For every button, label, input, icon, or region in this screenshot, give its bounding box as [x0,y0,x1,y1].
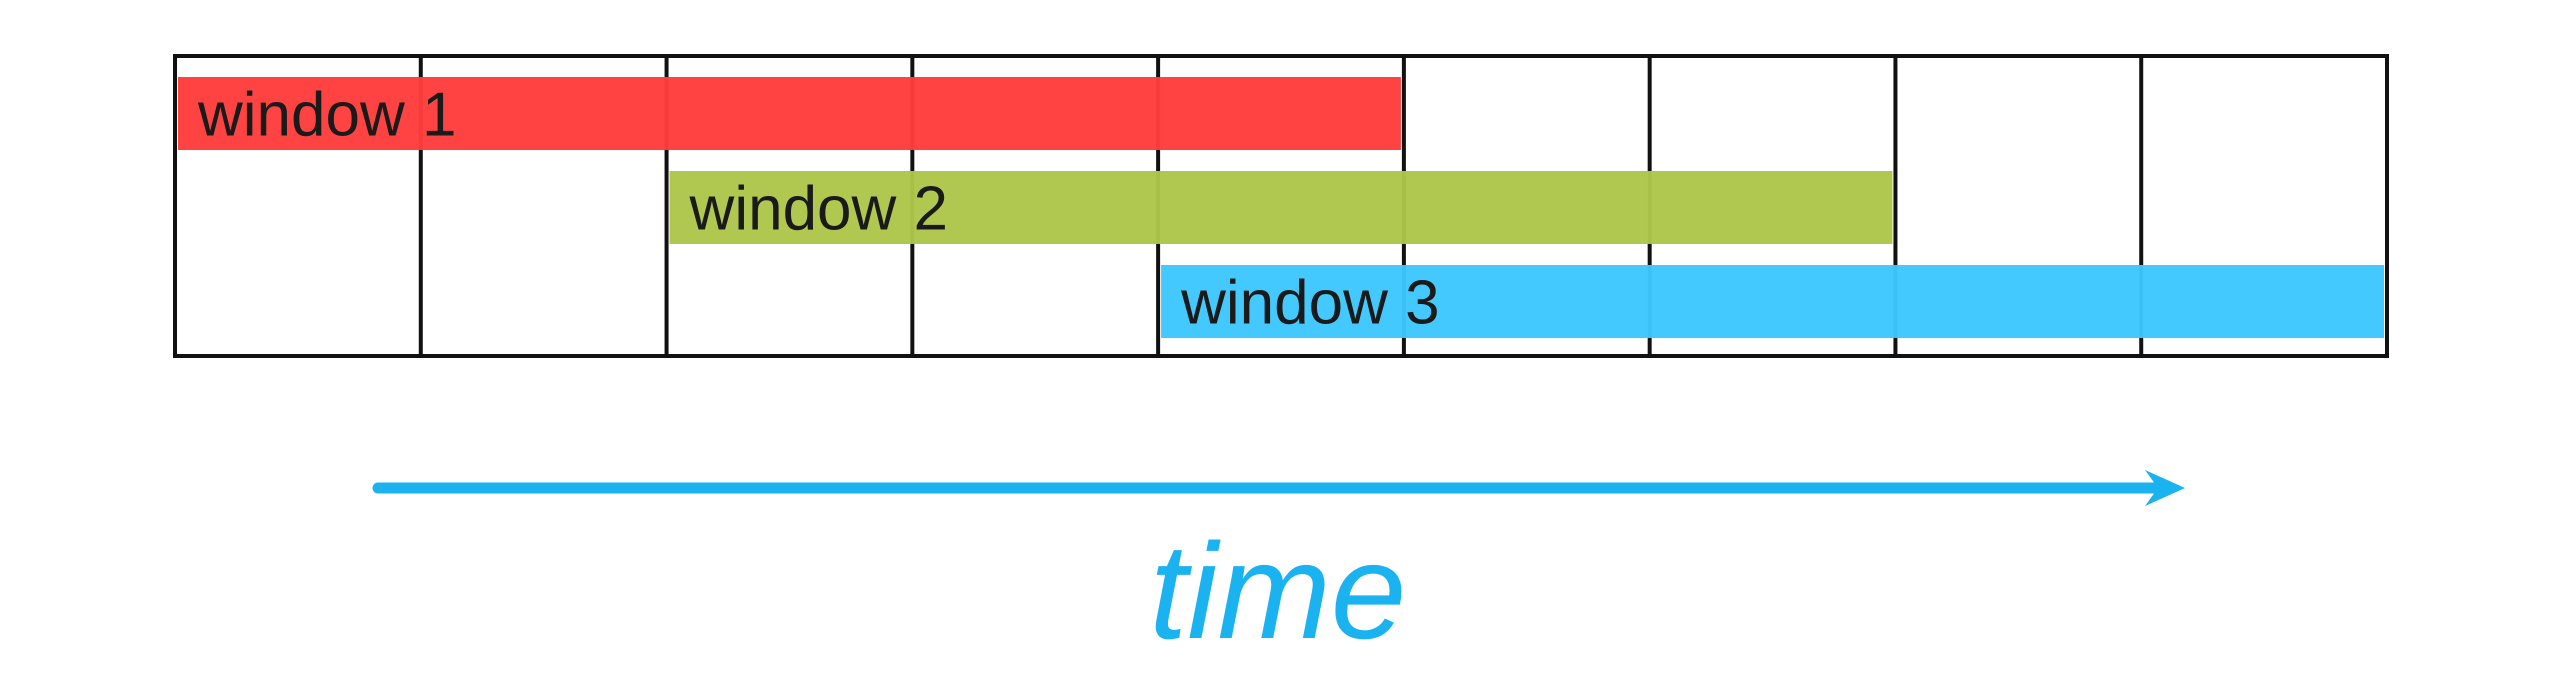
window-label: window 1 [197,81,456,150]
window-bar [178,77,1401,150]
grid-outline [173,54,2389,358]
window-bar [1161,265,2384,338]
window-2: window 2 [669,171,1893,244]
window-bars: window 1 window 2 window 3 [178,77,2384,338]
window-1: window 1 [178,77,1401,150]
time-arrow-head-icon [2145,470,2185,506]
window-3: window 3 [1161,265,2384,338]
time-axis: time [372,470,2185,667]
time-axis-label: time [1150,515,1407,667]
window-label: window 3 [1180,269,1439,338]
window-label: window 2 [689,175,948,244]
window-bar [669,171,1893,244]
